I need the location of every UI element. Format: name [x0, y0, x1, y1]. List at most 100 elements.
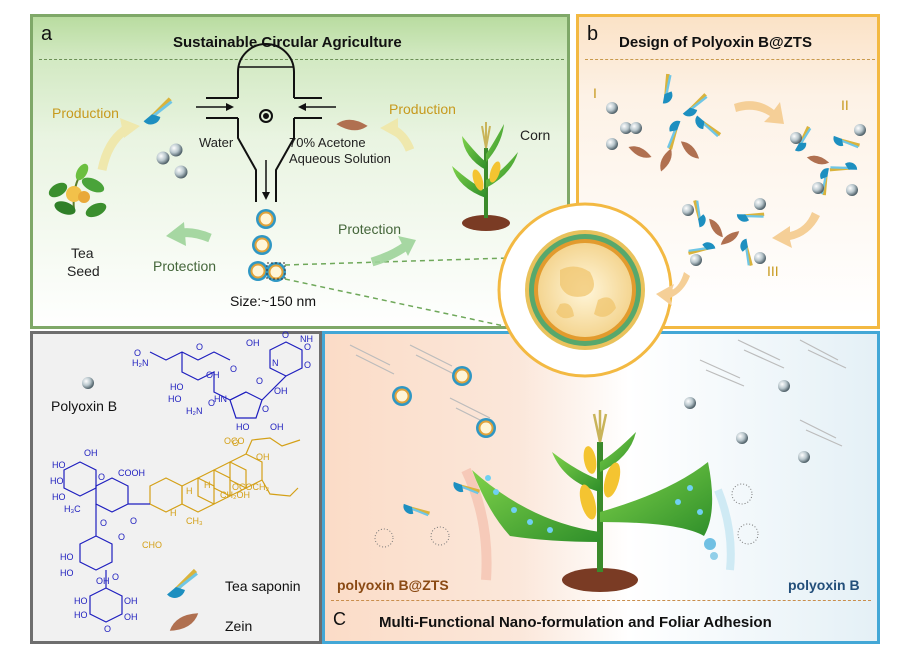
acetone-label-1: 70% Acetone [289, 135, 366, 150]
sugar-chain-structure [63, 461, 150, 623]
tea-label-2: Seed [67, 263, 100, 279]
polyoxin-b-label: Polyoxin B [51, 398, 118, 414]
svg-text:CH₂OH: CH₂OH [220, 490, 250, 500]
svg-text:O: O [304, 342, 311, 352]
svg-text:O: O [98, 472, 105, 482]
panel-c-divider [331, 600, 871, 601]
saponin-molecule-a [144, 99, 172, 125]
zts-sprays [374, 471, 759, 548]
panel-c-letter: C [333, 609, 346, 629]
svg-text:NH: NH [300, 334, 313, 344]
svg-text:OH: OH [270, 422, 284, 432]
splash-halos [461, 467, 735, 581]
svg-text:HO: HO [60, 552, 74, 562]
svg-text:O: O [230, 364, 237, 374]
falling-polyoxin [684, 380, 810, 463]
panel-a-letter: a [41, 23, 53, 45]
corn-plant-c [472, 410, 718, 592]
svg-text:OCO: OCO [224, 436, 245, 446]
panel-b-letter: b [587, 23, 599, 45]
step-2-molecules [787, 124, 866, 198]
tea-seed-plant [48, 163, 107, 218]
zein-icon [166, 612, 202, 632]
step-3-molecules [682, 197, 767, 269]
svg-text:OCOCH₃: OCOCH₃ [232, 482, 269, 492]
svg-text:HO: HO [52, 460, 66, 470]
panel-a-title: Sustainable Circular Agriculture [173, 34, 402, 51]
svg-text:O: O [104, 624, 111, 634]
step-1-label: I [593, 85, 597, 101]
svg-text:CH₃: CH₃ [186, 516, 203, 526]
motion-streaks [349, 339, 847, 447]
svg-text:OH: OH [124, 612, 138, 622]
svg-text:O: O [134, 348, 141, 358]
svg-text:HO: HO [52, 492, 66, 502]
svg-text:O: O [130, 516, 137, 526]
production-left-label: Production [52, 105, 119, 121]
corn-label: Corn [520, 127, 551, 143]
polyoxin-b-plain-label: polyoxin B [788, 577, 860, 593]
svg-text:O: O [208, 398, 215, 408]
falling-nanoparticles [392, 366, 496, 438]
cycle-arrows [97, 118, 416, 267]
tea-saponin-label: Tea saponin [225, 578, 301, 594]
svg-text:OH: OH [256, 452, 270, 462]
svg-text:HN: HN [214, 394, 227, 404]
zein-molecule-a [335, 114, 369, 136]
panel-b-title: Design of Polyoxin B@ZTS [619, 34, 812, 51]
water-label: Water [199, 135, 234, 150]
svg-text:CHO: CHO [142, 540, 162, 550]
svg-text:H: H [204, 480, 211, 490]
svg-text:OH: OH [84, 448, 98, 458]
svg-text:HO: HO [170, 382, 184, 392]
svg-text:O: O [282, 330, 289, 340]
svg-text:O: O [118, 532, 125, 542]
svg-text:N: N [272, 358, 279, 368]
panel-a: a Sustainable Circular Agriculture Produ… [30, 14, 570, 329]
polyoxin-b-icon [82, 377, 94, 389]
protection-left-label: Protection [153, 258, 217, 274]
tea-saponin-structure [149, 437, 301, 513]
svg-text:O: O [112, 572, 119, 582]
legend-icons [82, 377, 202, 632]
svg-text:COOH: COOH [118, 468, 145, 478]
corn-plant-a [450, 120, 520, 231]
svg-text:H₃C: H₃C [64, 504, 81, 514]
size-label: Size:~150 nm [230, 293, 316, 309]
svg-text:O: O [100, 518, 107, 528]
step-3-label: III [767, 263, 779, 279]
zein-label: Zein [225, 618, 253, 634]
svg-text:HO: HO [168, 394, 182, 404]
step-1-molecules [606, 71, 723, 173]
svg-text:OH: OH [206, 370, 220, 380]
svg-text:OH: OH [246, 338, 260, 348]
mixing-reactor [196, 43, 336, 202]
step-2-label: II [841, 97, 849, 113]
polyoxin-particles-a [156, 143, 188, 179]
protection-right-label: Protection [338, 221, 402, 237]
svg-text:H₂N: H₂N [186, 406, 203, 416]
panel-c-title: Multi-Functional Nano-formulation and Fo… [379, 614, 772, 631]
svg-text:OH: OH [274, 386, 288, 396]
svg-text:H: H [186, 486, 193, 496]
nanoparticle-zoom [497, 202, 673, 378]
svg-text:O: O [262, 404, 269, 414]
dashed-zoom-lines [284, 257, 509, 327]
tea-label-1: Tea [71, 245, 94, 261]
acetone-label-2: Aqueous Solution [289, 151, 391, 166]
svg-text:O: O [232, 438, 239, 448]
svg-text:H₂N: H₂N [132, 358, 149, 368]
svg-text:OH: OH [124, 596, 138, 606]
svg-text:HO: HO [74, 596, 88, 606]
svg-text:OH: OH [96, 576, 110, 586]
svg-text:HO: HO [236, 422, 250, 432]
tea-saponin-icon [167, 571, 197, 598]
svg-text:O: O [304, 360, 311, 370]
polyoxin-zts-label: polyoxin B@ZTS [337, 577, 449, 593]
svg-text:HO: HO [60, 568, 74, 578]
polyoxin-b-structure [149, 341, 303, 419]
chem-labels: O H₂N O O OH HO O HO H₂N O HN OH O O OH … [50, 330, 313, 634]
panel-b: b Design of Polyoxin B@ZTS I II III IV [576, 14, 880, 329]
panel-b-divider [585, 59, 875, 60]
